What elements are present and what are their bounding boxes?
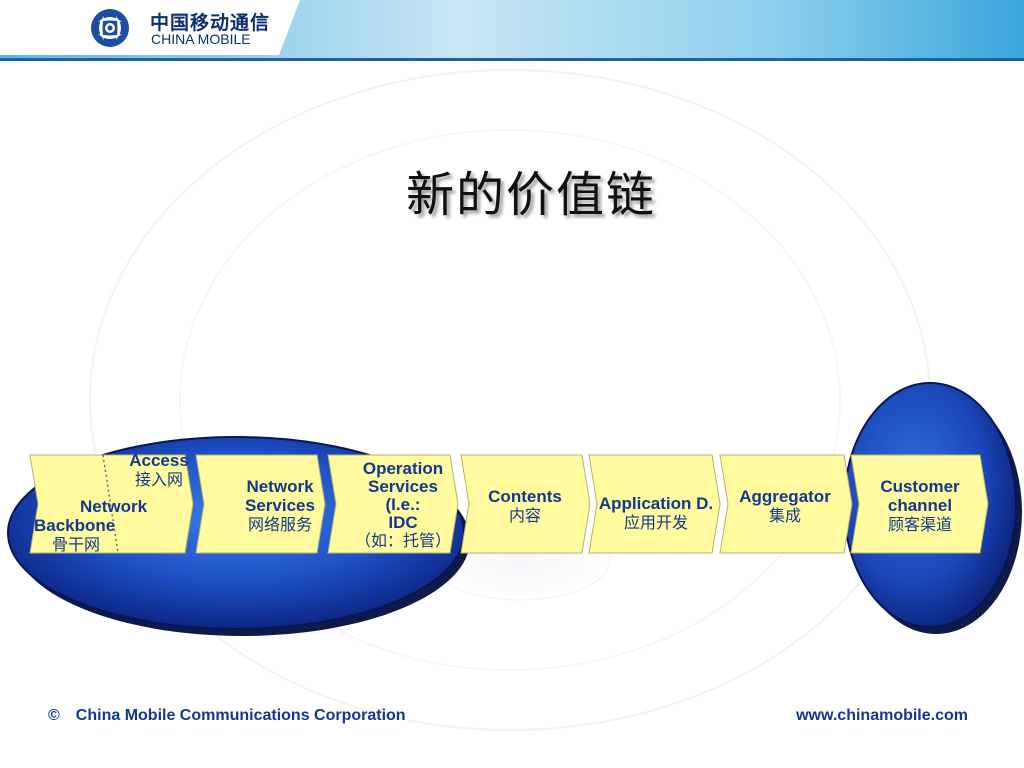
label-network-services: Network Services 网络服务 bbox=[230, 477, 330, 534]
label-aggregator: Aggregator 集成 bbox=[728, 487, 842, 525]
label-backbone-en-2: Backbone bbox=[34, 516, 116, 535]
label-contents-cn: 内容 bbox=[508, 506, 541, 525]
label-backbone-cn: 骨干网 bbox=[52, 535, 101, 554]
slide-title: 新的价值链 bbox=[405, 167, 656, 223]
chevron-aggregator bbox=[719, 454, 853, 554]
label-application: Application D. 应用开发 bbox=[586, 494, 726, 532]
chevron-backbone bbox=[29, 454, 194, 554]
chevron-network-services bbox=[195, 454, 326, 554]
footer-website[interactable]: www.chinamobile.com bbox=[796, 707, 968, 724]
label-access: Access 接入网 bbox=[120, 451, 198, 489]
label-application-en: Application D. bbox=[598, 494, 714, 513]
label-customer-en-2: channel bbox=[887, 496, 953, 515]
chevron-operation-services bbox=[327, 454, 459, 554]
label-customer-cn: 顾客渠道 bbox=[887, 515, 952, 534]
label-contents: Contents 内容 bbox=[470, 487, 580, 525]
copyright-symbol: © bbox=[48, 707, 60, 724]
label-operation-services: Operation Services (I.e.: IDC （如：托管） bbox=[340, 460, 466, 550]
label-access-en: Access bbox=[129, 451, 189, 470]
label-os-en-2: Services bbox=[368, 477, 438, 496]
label-backbone: Network Backbone 骨干网 bbox=[30, 497, 210, 554]
chevron-application bbox=[588, 454, 721, 554]
label-os-en-1: Operation bbox=[362, 459, 444, 478]
label-contents-en: Contents bbox=[488, 487, 562, 506]
value-chain-arrows bbox=[29, 454, 989, 554]
access-divider bbox=[102, 454, 119, 554]
label-backbone-en-1: Network bbox=[80, 497, 148, 516]
label-customer-en-1: Customer bbox=[880, 477, 960, 496]
label-ns-en-1: Network bbox=[246, 477, 314, 496]
logo-text-cn: 中国移动通信 bbox=[150, 12, 271, 34]
label-aggregator-en: Aggregator bbox=[739, 487, 831, 506]
company-name: China Mobile Communications Corporation bbox=[75, 707, 406, 724]
label-aggregator-cn: 集成 bbox=[768, 506, 801, 525]
logo-text-en: CHINA MOBILE bbox=[151, 31, 251, 47]
label-os-cn: （如：托管） bbox=[354, 531, 451, 550]
label-customer: Customer channel 顾客渠道 bbox=[862, 477, 978, 534]
header-bar: 中国移动通信 CHINA MOBILE bbox=[0, 0, 1024, 61]
logo-area: 中国移动通信 CHINA MOBILE bbox=[0, 0, 300, 55]
label-ns-en-2: Services bbox=[245, 496, 315, 515]
label-os-en-4: IDC bbox=[388, 513, 418, 532]
label-access-cn: 接入网 bbox=[134, 470, 183, 489]
chevron-customer bbox=[850, 454, 989, 554]
label-ns-cn: 网络服务 bbox=[247, 515, 312, 534]
footer-company: © China Mobile Communications Corporation bbox=[48, 707, 406, 725]
chevron-contents bbox=[460, 454, 591, 554]
label-application-cn: 应用开发 bbox=[623, 513, 688, 532]
china-mobile-logo-icon bbox=[91, 9, 129, 47]
label-os-en-3: (I.e.: bbox=[385, 495, 421, 514]
